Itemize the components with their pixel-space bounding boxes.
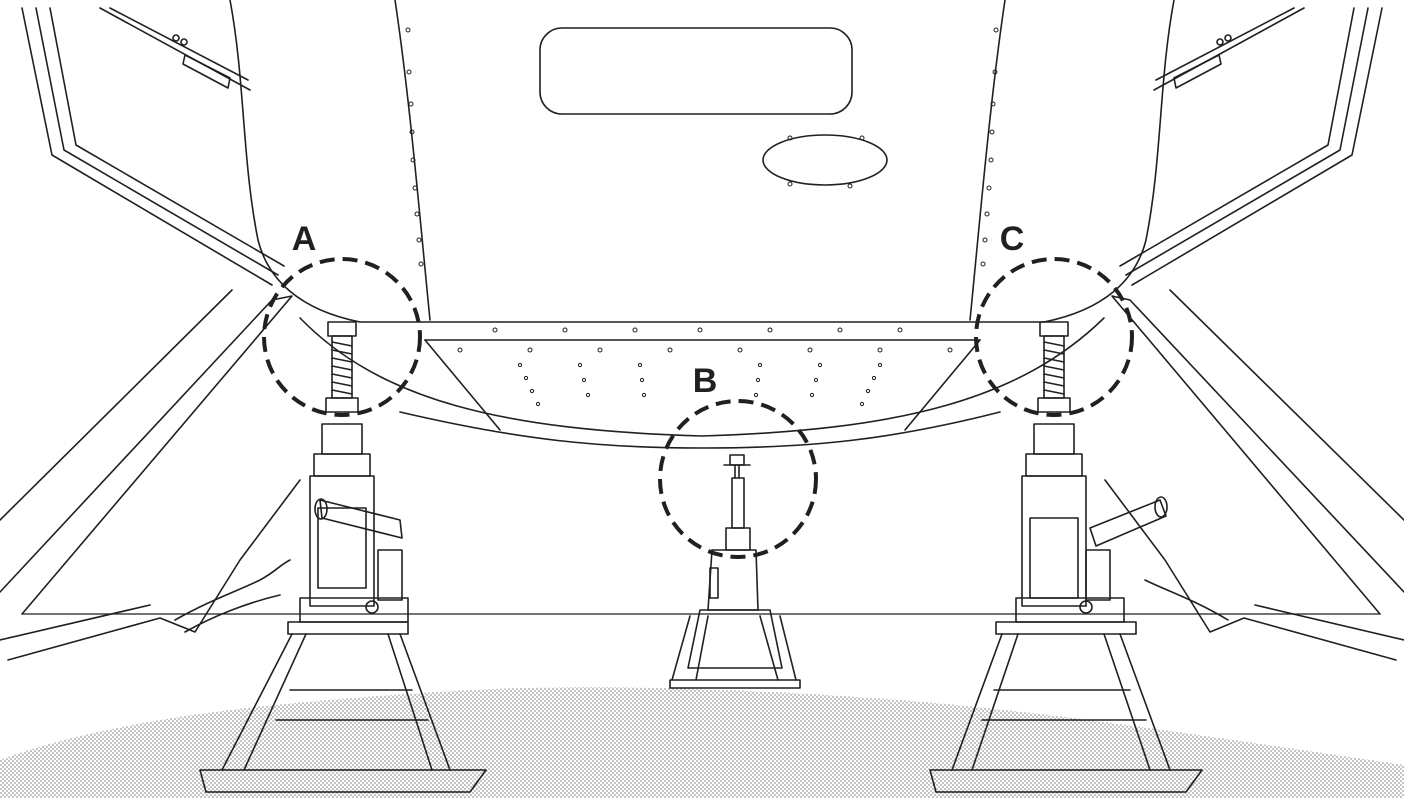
hatch-panel (762, 134, 888, 186)
label-c: C (1000, 220, 1025, 258)
jack-b (669, 454, 801, 689)
right-door-frame (1119, 7, 1383, 286)
left-door-frame (21, 7, 285, 286)
label-a: A (292, 220, 317, 258)
callout-circle-b (658, 399, 818, 559)
stand-c-top (995, 621, 1137, 635)
right-landing-gear (1104, 289, 1404, 661)
callout-circle-c (974, 257, 1134, 417)
rivets (405, 27, 999, 407)
label-b: B (693, 362, 718, 400)
fuselage (229, 0, 1175, 449)
left-landing-gear (0, 289, 301, 661)
top-window (539, 27, 853, 115)
jack-c (929, 321, 1203, 793)
callout-circle-a (262, 257, 422, 417)
stand-a-top (287, 621, 409, 635)
jack-a (199, 321, 487, 793)
